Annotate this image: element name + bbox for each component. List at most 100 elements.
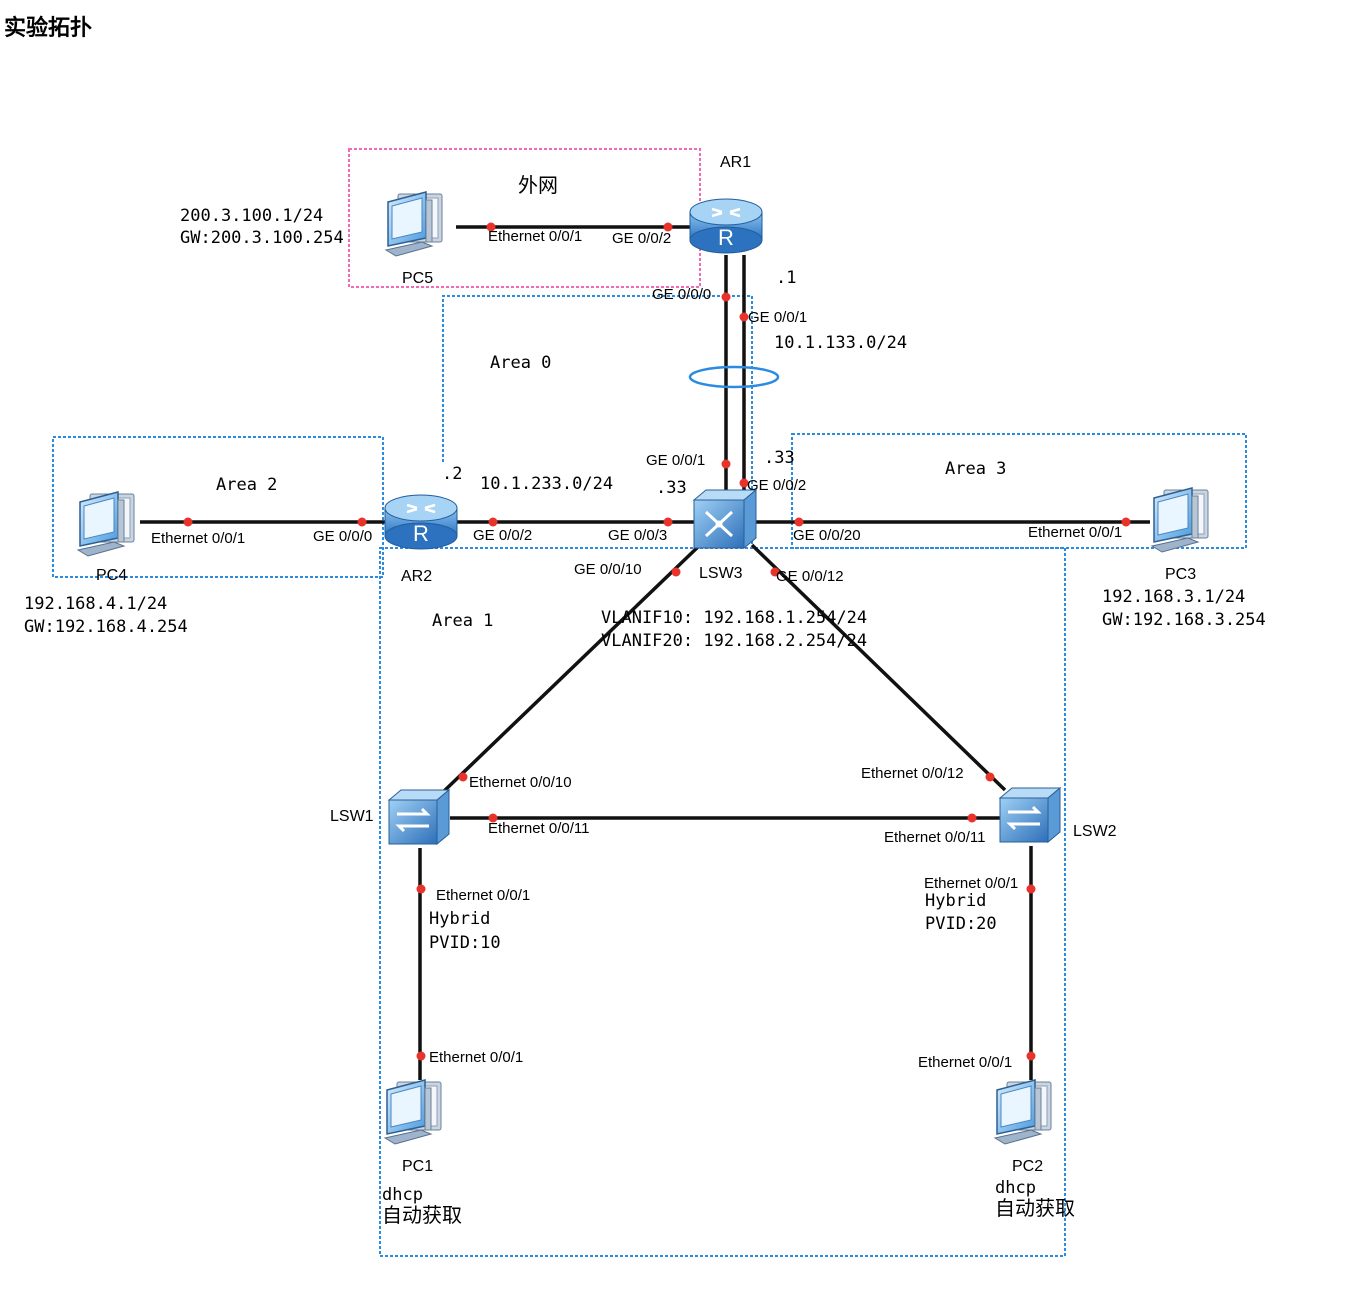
port-dot	[721, 459, 731, 469]
device-label-ar2: AR2	[401, 568, 432, 585]
lsw3-interface-ip-label: .33	[656, 478, 687, 498]
port-label: Ethernet 0/0/1	[1028, 524, 1122, 541]
device-label-ar1: AR1	[720, 154, 751, 171]
device-label-pc1: PC1	[402, 1158, 433, 1175]
ar1-interface-ip-label: .1	[776, 268, 796, 288]
port-dot	[416, 884, 426, 894]
pc5-gateway-label: GW:200.3.100.254	[180, 228, 344, 248]
port-dot	[739, 478, 749, 488]
zone-area2-label: Area 2	[216, 475, 277, 495]
port-dot	[183, 517, 193, 527]
pc2-auto-label: 自动获取	[995, 1196, 1075, 1220]
device-label-pc5: PC5	[402, 270, 433, 287]
vlanif10-label: VLANIF10: 192.168.1.254/24	[601, 608, 867, 628]
port-label: GE 0/0/1	[748, 309, 807, 326]
port-label: GE 0/0/1	[646, 452, 705, 469]
l3-switch-lsw3-icon[interactable]	[692, 488, 758, 550]
pc3-ip-label: 192.168.3.1/24	[1102, 587, 1245, 607]
port-dot	[770, 567, 780, 577]
port-dot	[486, 222, 496, 232]
port-label: GE 0/0/2	[473, 527, 532, 544]
port-dot	[721, 292, 731, 302]
port-label: Ethernet 0/0/1	[436, 887, 530, 904]
pc3-icon[interactable]	[1151, 487, 1209, 553]
pc3-gateway-label: GW:192.168.3.254	[1102, 610, 1266, 630]
pc1-icon[interactable]	[384, 1079, 442, 1145]
port-label: GE 0/0/20	[793, 527, 861, 544]
switch-lsw1-icon[interactable]	[387, 788, 451, 846]
port-label: Ethernet 0/0/1	[429, 1049, 523, 1066]
pc4-ip-label: 192.168.4.1/24	[24, 594, 167, 614]
port-dot	[739, 312, 749, 322]
lsw2-port-mode-label: Hybrid	[925, 891, 986, 911]
device-label-pc2: PC2	[1012, 1158, 1043, 1175]
port-label: GE 0/0/2	[612, 230, 671, 247]
router-ar2-icon[interactable]	[383, 493, 459, 551]
port-dot	[458, 772, 468, 782]
lsw1-pvid-label: PVID:10	[429, 933, 501, 953]
port-label: GE 0/0/10	[574, 561, 642, 578]
device-label-pc3: PC3	[1165, 566, 1196, 583]
pc1-dhcp-label: dhcp	[382, 1185, 423, 1205]
device-label-lsw3: LSW3	[699, 565, 743, 582]
port-dot	[663, 222, 673, 232]
network-233-label: 10.1.233.0/24	[480, 474, 613, 494]
port-label: Ethernet 0/0/1	[918, 1054, 1012, 1071]
switch-lsw2-icon[interactable]	[998, 786, 1062, 844]
pc4-icon[interactable]	[77, 491, 135, 557]
port-dot	[1026, 1051, 1036, 1061]
pc1-auto-label: 自动获取	[382, 1203, 462, 1227]
zone-area1-label: Area 1	[432, 611, 493, 631]
port-label: GE 0/0/2	[747, 477, 806, 494]
router-ar1-icon[interactable]	[688, 197, 764, 255]
port-label: GE 0/0/12	[776, 568, 844, 585]
lsw1-port-mode-label: Hybrid	[429, 909, 490, 929]
eth-trunk-ring	[688, 365, 780, 389]
page-title: 实验拓扑	[4, 16, 93, 41]
zone-area0-label: Area 0	[490, 353, 551, 373]
port-dot	[967, 813, 977, 823]
port-label: GE 0/0/0	[652, 286, 711, 303]
port-dot	[357, 517, 367, 527]
device-label-lsw2: LSW2	[1073, 823, 1117, 840]
port-label: Ethernet 0/0/12	[861, 765, 964, 782]
port-label: GE 0/0/3	[608, 527, 667, 544]
link-lsw3-lsw1	[440, 543, 702, 795]
device-label-lsw1: LSW1	[330, 808, 374, 825]
ar2-interface-ip-label: .2	[442, 464, 462, 484]
port-label: Ethernet 0/0/1	[924, 875, 1018, 892]
link-lsw3-lsw2	[750, 543, 1007, 792]
port-label: Ethernet 0/0/1	[151, 530, 245, 547]
port-dot	[663, 517, 673, 527]
vlanif20-label: VLANIF20: 192.168.2.254/24	[601, 631, 867, 651]
pc2-icon[interactable]	[994, 1079, 1052, 1145]
pc2-dhcp-label: dhcp	[995, 1178, 1036, 1198]
port-dot	[488, 813, 498, 823]
zone-area3-label: Area 3	[945, 459, 1006, 479]
port-dot	[985, 772, 995, 782]
port-dot	[488, 517, 498, 527]
device-label-pc4: PC4	[96, 567, 127, 584]
port-dot	[1121, 517, 1131, 527]
pc5-icon[interactable]	[385, 191, 443, 257]
lsw2-pvid-label: PVID:20	[925, 914, 997, 934]
port-label: Ethernet 0/0/11	[488, 820, 589, 837]
lsw3-interface-ip-label: .33	[764, 448, 795, 468]
pc4-gateway-label: GW:192.168.4.254	[24, 617, 188, 637]
pc5-ip-label: 200.3.100.1/24	[180, 206, 323, 226]
zone-area1-box	[379, 547, 1066, 1257]
port-dot	[416, 1051, 426, 1061]
port-label: GE 0/0/0	[313, 528, 372, 545]
port-dot	[671, 567, 681, 577]
port-label: Ethernet 0/0/11	[884, 829, 985, 846]
zone-area0-box	[442, 295, 753, 545]
port-dot	[794, 517, 804, 527]
port-label: Ethernet 0/0/1	[488, 228, 582, 245]
port-label: Ethernet 0/0/10	[469, 774, 572, 791]
network-133-label: 10.1.133.0/24	[774, 333, 907, 353]
zone-area2-box	[52, 436, 384, 578]
zone-area3-box	[791, 433, 1247, 549]
zone-external-label: 外网	[518, 173, 558, 197]
port-dot	[1026, 884, 1036, 894]
